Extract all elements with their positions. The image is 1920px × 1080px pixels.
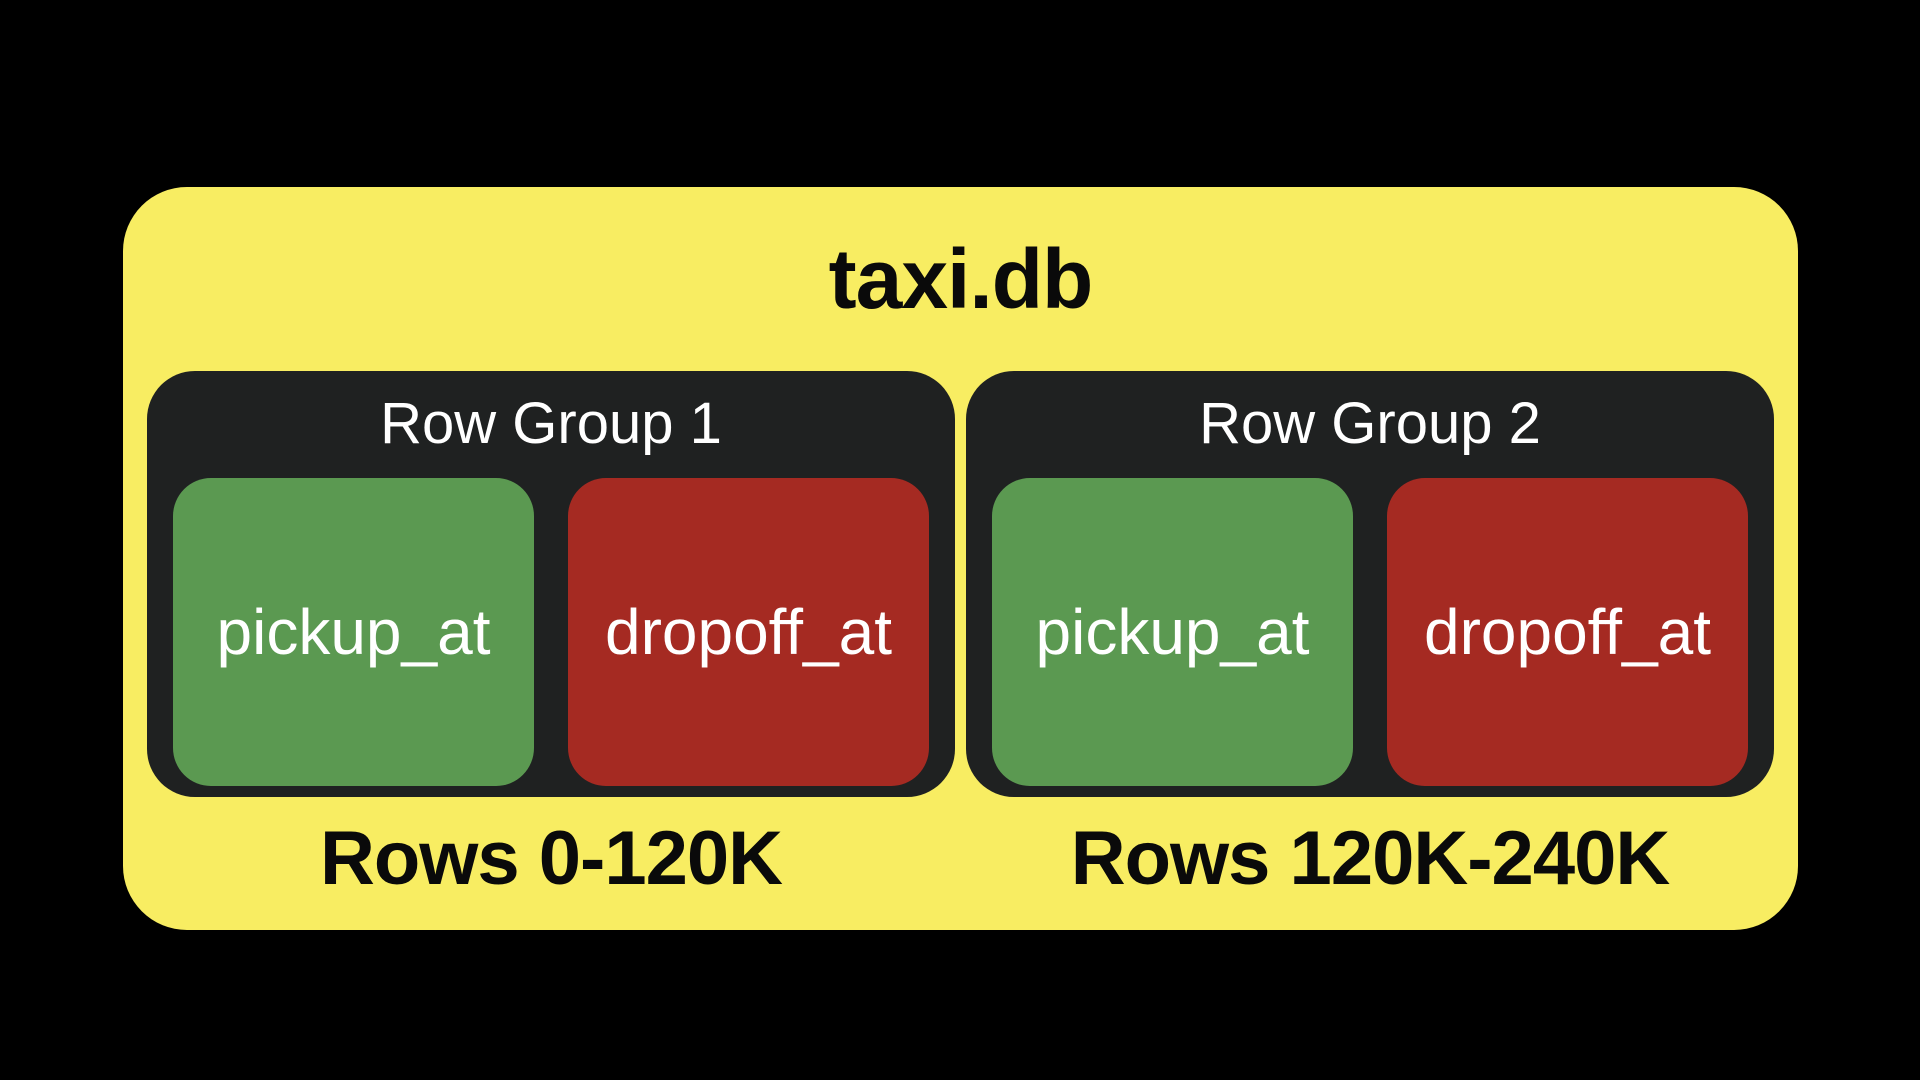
row-group-1-pickup-column: pickup_at bbox=[173, 478, 534, 786]
row-group-2-label: Row Group 2 bbox=[1199, 390, 1541, 456]
row-group-2-dropoff-column: dropoff_at bbox=[1387, 478, 1748, 786]
row-group-2-pickup-column: pickup_at bbox=[992, 478, 1353, 786]
row-group-1-dropoff-column: dropoff_at bbox=[568, 478, 929, 786]
row-group-1-columns: pickup_at dropoff_at bbox=[173, 478, 929, 786]
rows-ranges-row: Rows 0-120K Rows 120K-240K bbox=[147, 815, 1774, 901]
row-group-1-label: Row Group 1 bbox=[380, 390, 722, 456]
database-file-box: taxi.db Row Group 1 pickup_at dropoff_at… bbox=[123, 187, 1798, 930]
row-group-2-rows-range: Rows 120K-240K bbox=[1070, 815, 1671, 901]
row-group-1-rows-range: Rows 0-120K bbox=[319, 815, 783, 901]
row-group-2-columns: pickup_at dropoff_at bbox=[992, 478, 1748, 786]
row-group-2: Row Group 2 pickup_at dropoff_at bbox=[966, 371, 1774, 797]
row-groups-row: Row Group 1 pickup_at dropoff_at Row Gro… bbox=[147, 371, 1774, 797]
row-group-1: Row Group 1 pickup_at dropoff_at bbox=[147, 371, 955, 797]
database-file-title: taxi.db bbox=[828, 231, 1094, 326]
